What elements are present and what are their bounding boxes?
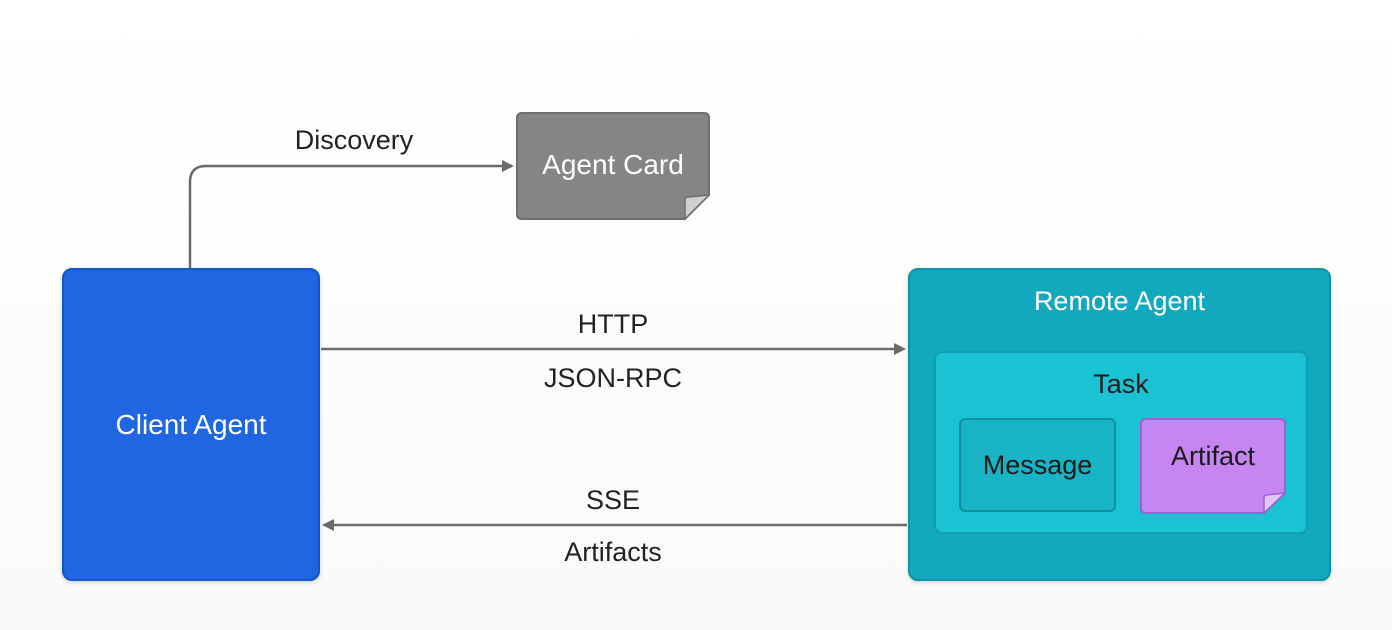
discovery-label: Discovery bbox=[294, 125, 414, 155]
client-agent-node: Client Agent bbox=[62, 268, 320, 581]
artifact-label: Artifact bbox=[1170, 441, 1256, 471]
remote-agent-label: Remote Agent bbox=[1033, 286, 1206, 316]
artifact-node: Artifact bbox=[1140, 418, 1286, 514]
artifacts-label: Artifacts bbox=[564, 537, 662, 567]
agent-card-label: Agent Card bbox=[542, 149, 684, 180]
message-node: Message bbox=[959, 418, 1116, 512]
http-label: HTTP bbox=[577, 309, 649, 339]
document-icon bbox=[516, 112, 710, 221]
agent-card-node: Agent Card bbox=[516, 112, 710, 221]
document-icon bbox=[1140, 418, 1286, 514]
json-rpc-label: JSON-RPC bbox=[543, 363, 683, 393]
task-label: Task bbox=[1093, 369, 1149, 399]
client-agent-label: Client Agent bbox=[115, 408, 267, 440]
remote-agent-node: Remote Agent Task Message Artifact bbox=[908, 268, 1331, 581]
message-label: Message bbox=[982, 449, 1093, 480]
discovery-arrow bbox=[188, 160, 514, 268]
task-node: Task Message Artifact bbox=[934, 351, 1308, 534]
sse-label: SSE bbox=[585, 485, 641, 515]
